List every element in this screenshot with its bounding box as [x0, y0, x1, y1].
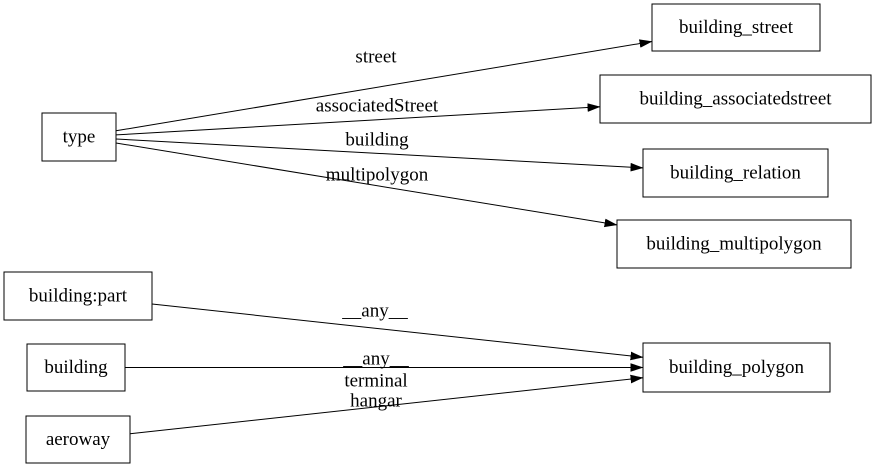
node-label-type: type — [63, 127, 96, 148]
edge-label-aeroway-to-building_polygon-2: hangar — [350, 391, 402, 412]
node-label-building_multipolygon: building_multipolygon — [646, 234, 822, 255]
node-building_relation: building_relation — [642, 148, 829, 198]
edge-aeroway-to-building_polygon — [129, 374, 644, 435]
node-building: building — [26, 343, 126, 392]
edge-labels-layer: street associatedStreet building multipolyg… — [316, 47, 439, 412]
edge-type-to-building_multipolygon — [115, 142, 618, 228]
node-label-building_polygon: building_polygon — [669, 357, 805, 378]
node-building_street: building_street — [651, 3, 821, 52]
nodes-layer: type building_street building_associatedst… — [3, 3, 872, 464]
node-box-building_polygon — [642, 342, 831, 393]
edge-label-building-to-building_polygon: __any__ — [342, 349, 409, 370]
node-box-building_multipolygon — [616, 219, 852, 269]
node-label-building_relation: building_relation — [670, 163, 801, 184]
edge-building:part-to-building_polygon — [151, 303, 644, 361]
node-label-aeroway: aeroway — [46, 429, 111, 450]
node-building_associatedstreet: building_associatedstreet — [599, 74, 872, 124]
edge-type-to-building_street — [115, 39, 653, 132]
edge-label-aeroway-to-building_polygon-1: terminal — [344, 371, 407, 392]
node-aeroway: aeroway — [25, 415, 131, 464]
edge-label-type-to-building_relation: building — [345, 130, 409, 151]
edge-type-to-building_associatedstreet — [115, 103, 601, 136]
node-label-building_associatedstreet: building_associatedstreet — [639, 89, 832, 110]
node-box-building — [26, 343, 126, 392]
node-building:part: building:part — [3, 271, 153, 321]
edge-label-type-to-building_associatedstreet: associatedStreet — [316, 96, 439, 117]
node-building_polygon: building_polygon — [642, 342, 831, 393]
node-label-building_street: building_street — [679, 17, 794, 38]
node-box-building_street — [651, 3, 821, 52]
node-type: type — [41, 112, 117, 162]
node-box-type — [41, 112, 117, 162]
node-building_multipolygon: building_multipolygon — [616, 219, 852, 269]
edge-label-type-to-building_multipolygon: multipolygon — [326, 165, 429, 186]
node-box-aeroway — [25, 415, 131, 464]
edge-type-to-building_relation — [115, 138, 644, 172]
node-box-building_associatedstreet — [599, 74, 872, 124]
node-label-building:part: building:part — [29, 286, 128, 307]
node-label-building: building — [44, 357, 108, 378]
edge-label-type-to-building_street: street — [355, 47, 397, 68]
edge-label-building:part-to-building_polygon: __any__ — [341, 301, 408, 322]
node-box-building_relation — [642, 148, 829, 198]
node-box-building:part — [3, 271, 153, 321]
edges-layer — [115, 39, 653, 435]
